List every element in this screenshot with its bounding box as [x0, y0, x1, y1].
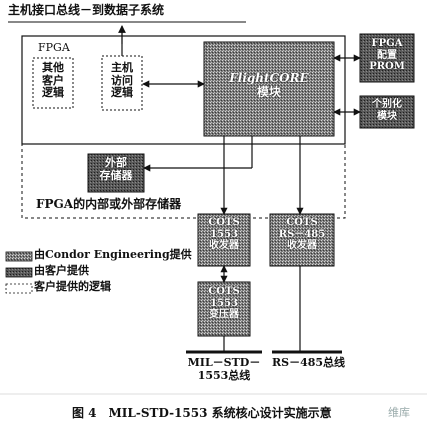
external-memory-block [87, 153, 145, 193]
other-logic-line-2: 客户 [42, 73, 64, 87]
legend-swatch-condor [5, 251, 33, 262]
cots-1553-transformer-line-2: 1553 [210, 297, 238, 309]
cots-rs485-transceiver-block [269, 213, 335, 267]
memory-region-box [21, 143, 346, 219]
host-access-line-2: 访问 [111, 73, 133, 87]
flightcore-block [203, 41, 335, 137]
personalization-block [359, 95, 415, 129]
cots-1553-transformer-line-3: 变压器 [209, 309, 239, 320]
cots-1553-transceiver-line-3: 收发器 [209, 240, 239, 251]
legend-swatch-customer [5, 267, 33, 278]
legend-condor-text: 由Condor Engineering提供 [34, 248, 192, 261]
fpga-prom-line-3: PROM [369, 61, 405, 72]
host-bus-label: 主机接口总线－到数据子系统 [8, 3, 165, 17]
external-memory-label: 外部 存储器 [88, 156, 144, 182]
flightcore-line-1: FlightCORE [229, 71, 309, 85]
cots-rs485-transceiver-line-2: RS－485 [278, 228, 326, 240]
fpga-prom-block [359, 33, 415, 83]
flightcore-line-2: 模块 [256, 84, 281, 99]
legend-customer-logic-text: 客户提供的逻辑 [34, 280, 111, 293]
host-access-line-3: 逻辑 [111, 86, 133, 100]
other-logic-label: 其他 客户 逻辑 [33, 61, 73, 100]
host-access-block [101, 55, 143, 111]
watermark-text: 维库 [388, 406, 410, 419]
cots-1553-transceiver-label: COTS 1553 收发器 [198, 217, 250, 252]
cots-1553-transceiver-block [197, 213, 251, 267]
other-logic-line-1: 其他 [42, 61, 64, 74]
fpga-box [21, 35, 346, 145]
legend-swatch-customer-logic [5, 283, 33, 294]
fpga-label: FPGA [38, 41, 70, 54]
personalization-line-1: 个别化 [372, 99, 402, 110]
memory-region-label: FPGA的内部或外部存储器 [36, 197, 182, 211]
fpga-prom-label: FPGA 配置 PROM [360, 38, 414, 73]
mil-std-bus-label: MIL－STD－ 1553总线 [180, 356, 268, 382]
external-memory-line-1: 外部 [105, 156, 127, 169]
cots-1553-transformer-label: COTS 1553 变压器 [198, 286, 250, 321]
cots-1553-transceiver-line-2: 1553 [210, 228, 238, 240]
rs485-bus-label: RS－485总线 [272, 356, 346, 369]
mil-std-bus-line-2: 1553总线 [197, 368, 251, 382]
other-logic-line-3: 逻辑 [42, 86, 64, 100]
flightcore-label: FlightCORE 模块 [204, 71, 334, 100]
cots-rs485-transceiver-line-1: COTS [286, 217, 318, 228]
personalization-label: 个别化 模块 [360, 99, 414, 122]
cots-rs485-transceiver-line-3: 收发器 [287, 240, 317, 251]
legend-customer-text: 由客户提供 [34, 264, 89, 277]
mil-std-bus-line-1: MIL－STD－ [187, 356, 261, 369]
fpga-prom-line-2: 配置 [377, 49, 397, 61]
external-memory-line-2: 存储器 [99, 168, 133, 182]
other-logic-block [32, 57, 74, 109]
cots-1553-transceiver-line-1: COTS [208, 217, 240, 228]
host-access-line-1: 主机 [111, 61, 133, 74]
cots-rs485-transceiver-label: COTS RS－485 收发器 [270, 217, 334, 252]
host-access-label: 主机 访问 逻辑 [102, 61, 142, 100]
fpga-prom-line-1: FPGA [371, 38, 403, 49]
figure-caption: 图 4 MIL-STD-1553 系统核心设计实施示意 [72, 406, 332, 420]
cots-1553-transformer-line-1: COTS [208, 286, 240, 297]
personalization-line-2: 模块 [377, 110, 397, 122]
